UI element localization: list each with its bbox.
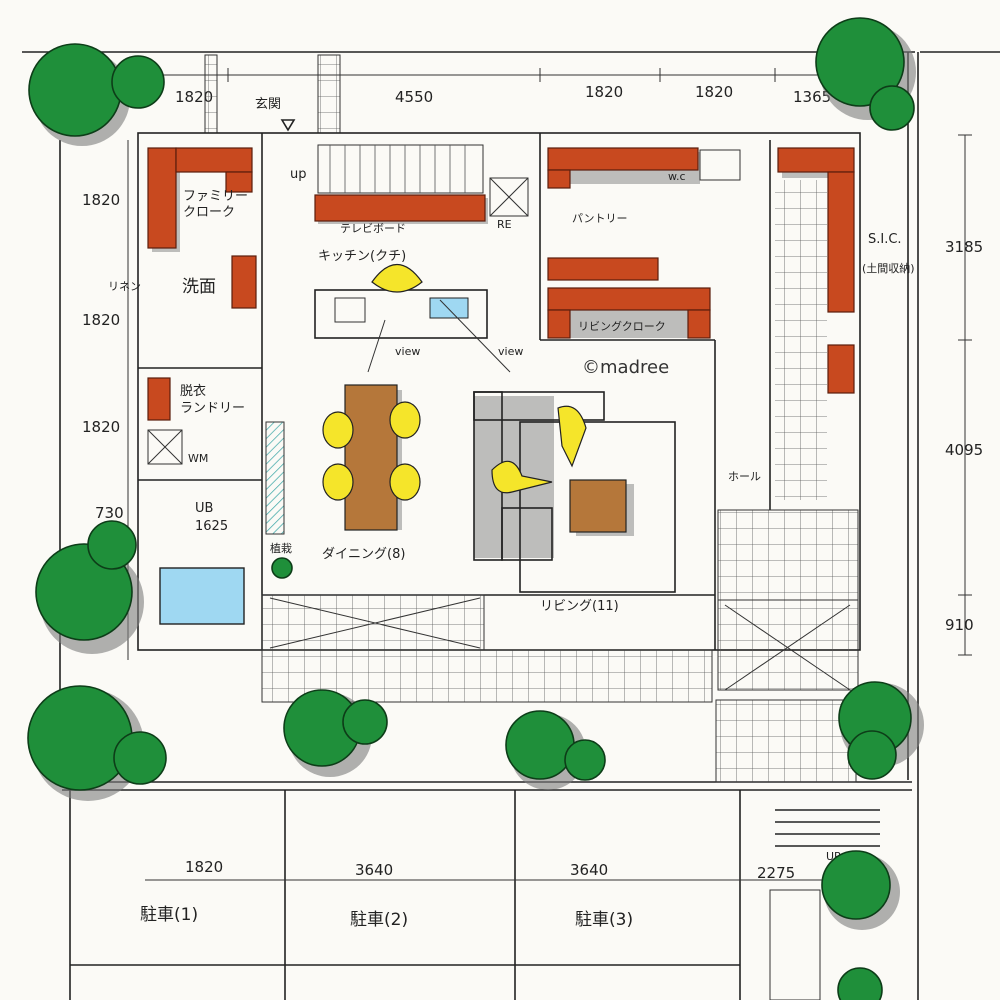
tree-top-left [28, 43, 165, 146]
living-person-2 [491, 460, 553, 494]
room-labels: ファミリー クローク 洗面 リネン 脱衣 ランドリー WM UB 1625 テレ… [108, 149, 915, 625]
ub-label: UB [195, 501, 213, 516]
pantry-label: パントリー [572, 212, 628, 225]
tree-right [838, 681, 924, 780]
site-lines [22, 51, 1000, 1000]
sic-label: S.I.C. [868, 232, 902, 247]
entrance-label: 玄関 [255, 97, 281, 112]
cook-person [371, 264, 423, 293]
dim-right-2: 4095 [945, 441, 983, 459]
plants-label: 植栽 [270, 541, 292, 555]
dim-park-2: 3640 [355, 861, 393, 879]
tree-top-right [815, 17, 916, 131]
dining-person-1 [322, 411, 354, 449]
dining-person-4 [389, 463, 421, 501]
wash-label: 洗面 [182, 277, 216, 297]
dim-left-1: 1820 [82, 191, 120, 209]
dim-park-3: 3640 [570, 861, 608, 879]
trees [27, 17, 924, 1000]
dining-label: ダイニング(8) [322, 547, 405, 562]
wc-label: w.c [668, 170, 686, 183]
sink [429, 297, 469, 319]
hall-label: ホール [728, 470, 761, 483]
dining-person-2 [389, 401, 421, 439]
dressing-label: 脱衣 [180, 383, 206, 399]
dining-person-3 [322, 463, 354, 501]
coffee-table [569, 479, 627, 533]
dim-top-4: 1820 [695, 83, 733, 101]
family-closet-label-2: クローク [183, 205, 235, 220]
tv-board-label: テレビボード [340, 222, 406, 235]
copyright-watermark: ©madree [582, 357, 669, 378]
dim-top-1: 1820 [175, 88, 213, 106]
family-closet-label: ファミリー [183, 189, 248, 204]
dim-park-4: 2275 [757, 864, 795, 882]
living-closet-label: リビングクローク [578, 319, 666, 333]
re-label: RE [497, 218, 512, 231]
dim-left-2: 1820 [82, 311, 120, 329]
parking-1-label: 駐車(1) [140, 905, 198, 925]
washing-machine [147, 429, 183, 465]
ub-size-label: 1625 [195, 519, 228, 534]
dim-right-3: 910 [945, 616, 974, 634]
living-label: リビング(11) [540, 599, 619, 614]
entry-steps [769, 809, 880, 1000]
right-dimension-line: 3185 4095 910 [945, 134, 983, 656]
tree-center [505, 710, 606, 790]
top-dimension-line: 1820 4550 1820 1820 1365 [139, 68, 861, 106]
dim-left-3: 1820 [82, 418, 120, 436]
tree-left-middle [35, 520, 144, 654]
dim-top-3: 1820 [585, 83, 623, 101]
dim-right-1: 3185 [945, 238, 983, 256]
hatched-floors [261, 180, 859, 783]
entrance-area: 玄関 [204, 54, 341, 134]
dim-top-5: 1365 [793, 88, 831, 106]
parking-2-label: 駐車(2) [350, 910, 408, 930]
living-sofa [473, 391, 676, 593]
linen-label: リネン [108, 280, 141, 293]
dim-left-4: 730 [95, 504, 124, 522]
tree-bottom-left [27, 685, 167, 801]
bathtub [159, 567, 245, 625]
view-label-1: view [395, 345, 420, 358]
storage-walls [147, 147, 855, 421]
laundry-label: ランドリー [180, 401, 245, 416]
dining-table [322, 384, 421, 531]
view-label-2: view [498, 345, 523, 358]
dim-top-2: 4550 [395, 88, 433, 106]
toilet [699, 149, 741, 181]
parking-3-label: 駐車(3) [575, 910, 633, 930]
wm-label: WM [188, 452, 208, 465]
tree-center-left [283, 689, 388, 777]
tree-bottom-right [821, 850, 900, 1000]
plant-small [271, 557, 293, 579]
window-glass [265, 421, 285, 535]
stairs-up-label: up [290, 167, 307, 182]
sic-sub-label: (土間収納) [862, 262, 915, 275]
living-person-1 [557, 405, 587, 468]
kitchen-label: キッチン(クチ) [318, 249, 406, 264]
dim-park-1: 1820 [185, 858, 223, 876]
kitchen-counter [314, 264, 511, 373]
parking-area: 1820 3640 3640 2275 駐車(1) 駐車(2) 駐車(3) UP [69, 790, 880, 1000]
stairs: up RE [290, 144, 529, 231]
